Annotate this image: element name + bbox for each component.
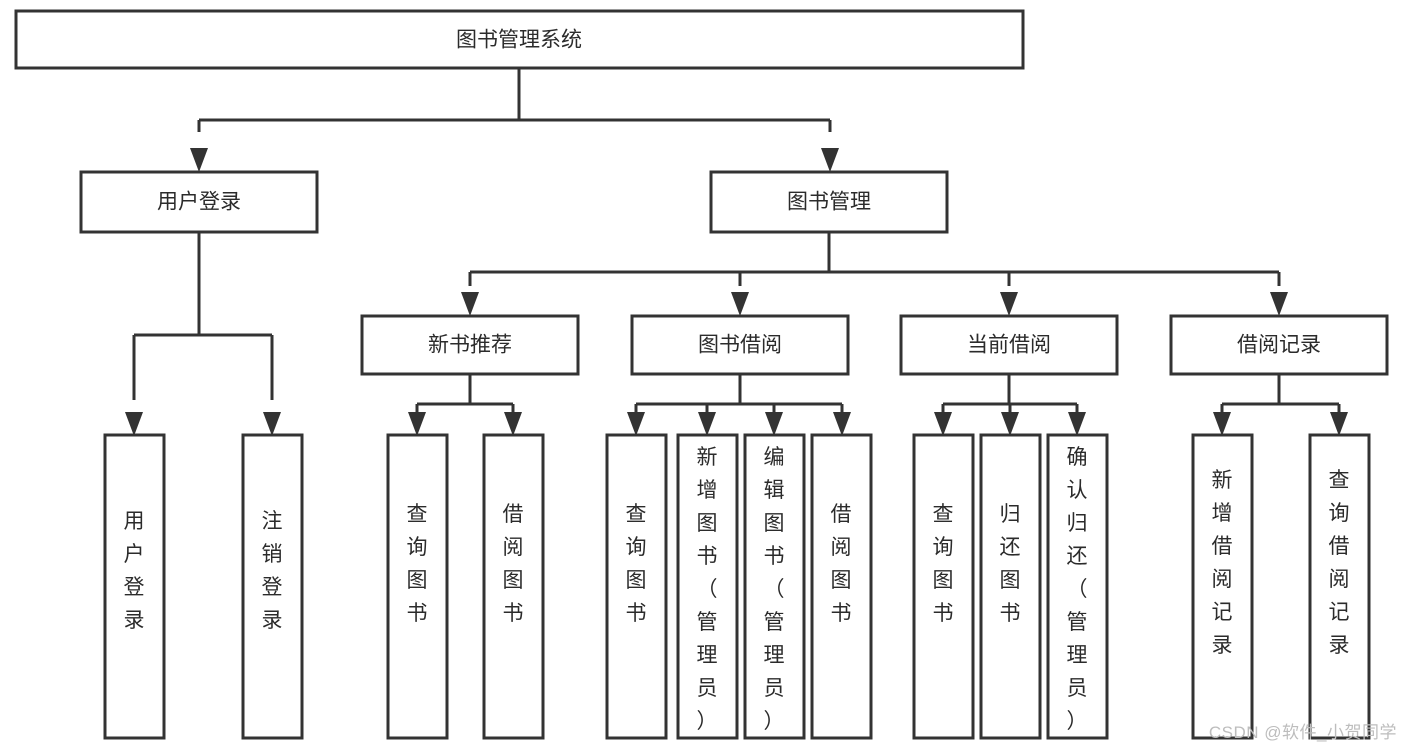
book-borrow-label: 图书借阅 — [698, 334, 782, 357]
connector-borrow-record-to-leaves — [1213, 374, 1348, 436]
leaf-label: 查询图书 — [626, 503, 647, 625]
leaf-label: 新增借阅记录 — [1212, 469, 1233, 657]
leaf-label: 用户登录 — [124, 510, 145, 632]
leaf-label: 借阅图书 — [503, 503, 524, 625]
new-book-recommend-box[interactable] — [360, 314, 580, 376]
arrow-bb-leaf-3 — [765, 412, 783, 436]
leaf-label: 查询图书 — [407, 503, 428, 625]
leaf-new-book-1[interactable]: 查询图书 — [386, 433, 449, 740]
leaf-box[interactable] — [1191, 433, 1254, 740]
new-book-recommend-label: 新书推荐 — [428, 334, 512, 357]
connector-book-manage-to-level3 — [461, 232, 1288, 316]
arrow-ul-leaf-2 — [263, 412, 281, 436]
arrow-root-to-user-login — [190, 148, 208, 172]
node-book-manage[interactable]: 图书管理 — [709, 170, 949, 234]
leaf-box[interactable] — [241, 433, 304, 740]
current-borrow-label: 当前借阅 — [967, 334, 1051, 357]
node-current-borrow[interactable]: 当前借阅 — [899, 314, 1119, 376]
leaf-book-borrow-3[interactable]: 编辑图书（管理员） — [743, 433, 806, 740]
leaf-box[interactable] — [482, 433, 545, 740]
leaf-label: 查询借阅记录 — [1329, 469, 1350, 657]
arrow-root-to-book-manage — [821, 148, 839, 172]
node-new-book-recommend[interactable]: 新书推荐 — [360, 314, 580, 376]
connector-book-borrow-to-leaves — [627, 374, 851, 436]
leaf-label: 借阅图书 — [831, 503, 852, 625]
leaf-box[interactable] — [103, 433, 166, 740]
arrow-nb-leaf-2 — [504, 412, 522, 436]
leaf-book-borrow-4[interactable]: 借阅图书 — [810, 433, 873, 740]
arrow-cb-leaf-1 — [934, 412, 952, 436]
book-manage-label: 图书管理 — [787, 191, 871, 214]
leaf-current-borrow-3[interactable]: 确认归还（管理员） — [1046, 433, 1109, 740]
arrow-bm-to-borrow-record — [1270, 292, 1288, 316]
current-borrow-box[interactable] — [899, 314, 1119, 376]
leaf-box[interactable] — [810, 433, 873, 740]
node-root[interactable]: 图书管理系统 — [14, 9, 1025, 70]
leaf-box[interactable] — [743, 433, 806, 740]
arrow-bm-to-current-borrow — [1000, 292, 1018, 316]
arrow-nb-leaf-1 — [408, 412, 426, 436]
leaf-box[interactable] — [1308, 433, 1371, 740]
leaf-label: 编辑图书（管理员） — [764, 446, 785, 733]
arrow-bm-to-new-book — [461, 292, 479, 316]
arrow-bb-leaf-1 — [627, 412, 645, 436]
root-box[interactable] — [14, 9, 1025, 70]
connector-new-book-to-leaves — [408, 374, 522, 436]
arrow-bm-to-book-borrow — [731, 292, 749, 316]
leaf-book-borrow-2[interactable]: 新增图书（管理员） — [676, 433, 739, 740]
book-borrow-box[interactable] — [630, 314, 850, 376]
leaf-box[interactable] — [386, 433, 449, 740]
csdn-watermark: CSDN @软件_小贺同学 — [1208, 723, 1397, 742]
leaf-borrow-record-1[interactable]: 新增借阅记录 — [1191, 433, 1254, 740]
leaf-book-borrow-1[interactable]: 查询图书 — [605, 433, 668, 740]
leaf-box[interactable] — [676, 433, 739, 740]
leaf-label: 注销登录 — [262, 510, 283, 632]
arrow-cb-leaf-2 — [1001, 412, 1019, 436]
root-label: 图书管理系统 — [456, 29, 582, 52]
borrow-record-box[interactable] — [1169, 314, 1389, 376]
arrow-bb-leaf-2 — [698, 412, 716, 436]
connector-user-login-to-leaves — [125, 232, 281, 436]
leaf-label: 确认归还（管理员） — [1067, 446, 1088, 733]
leaf-borrow-record-2[interactable]: 查询借阅记录 — [1308, 433, 1371, 740]
leaf-box[interactable] — [1046, 433, 1109, 740]
leaf-new-book-2[interactable]: 借阅图书 — [482, 433, 545, 740]
arrow-bb-leaf-4 — [833, 412, 851, 436]
node-borrow-record[interactable]: 借阅记录 — [1169, 314, 1389, 376]
leaf-box[interactable] — [979, 433, 1042, 740]
leaf-box[interactable] — [605, 433, 668, 740]
leaf-current-borrow-2[interactable]: 归还图书 — [979, 433, 1042, 740]
user-login-label: 用户登录 — [157, 191, 241, 214]
leaf-user-login-1[interactable]: 用户登录 — [103, 433, 166, 740]
leaf-box[interactable] — [912, 433, 975, 740]
node-user-login[interactable]: 用户登录 — [79, 170, 319, 234]
arrow-cb-leaf-3 — [1068, 412, 1086, 436]
node-book-borrow[interactable]: 图书借阅 — [630, 314, 850, 376]
leaf-label: 归还图书 — [1000, 503, 1021, 625]
arrow-br-leaf-1 — [1213, 412, 1231, 436]
borrow-record-label: 借阅记录 — [1237, 334, 1321, 357]
arrow-br-leaf-2 — [1330, 412, 1348, 436]
arrow-ul-leaf-1 — [125, 412, 143, 436]
leaf-label: 查询图书 — [933, 503, 954, 625]
leaf-user-login-2[interactable]: 注销登录 — [241, 433, 304, 740]
leaf-current-borrow-1[interactable]: 查询图书 — [912, 433, 975, 740]
connector-current-borrow-to-leaves — [934, 374, 1086, 436]
connector-root-to-level2 — [190, 68, 839, 172]
leaf-label: 新增图书（管理员） — [697, 446, 718, 733]
book-manage-box[interactable] — [709, 170, 949, 234]
